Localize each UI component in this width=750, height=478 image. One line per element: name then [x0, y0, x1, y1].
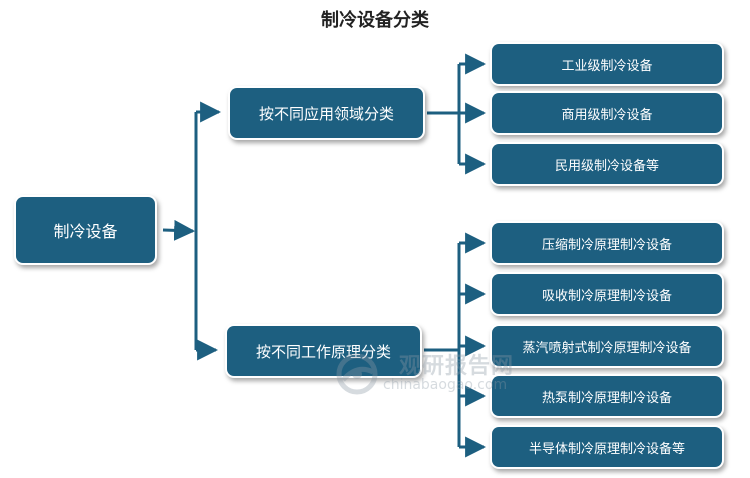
leaf-steam-jet-node: 蒸汽喷射式制冷原理制冷设备: [492, 326, 722, 366]
category-application-node: 按不同应用领域分类: [230, 88, 423, 138]
leaf-semiconductor-node: 半导体制冷原理制冷设备等: [492, 427, 722, 467]
category-principle-node: 按不同工作原理分类: [227, 326, 420, 376]
root-node: 制冷设备: [16, 197, 155, 263]
leaf-civil-node: 民用级制冷设备等: [492, 144, 722, 184]
leaf-heat-pump-node: 热泵制冷原理制冷设备: [492, 376, 722, 416]
leaf-absorption-node: 吸收制冷原理制冷设备: [492, 274, 722, 314]
leaf-commercial-node: 商用级制冷设备: [492, 93, 722, 133]
page-title: 制冷设备分类: [321, 10, 429, 31]
leaf-industrial-node: 工业级制冷设备: [492, 44, 722, 84]
leaf-compression-node: 压缩制冷原理制冷设备: [492, 223, 722, 263]
